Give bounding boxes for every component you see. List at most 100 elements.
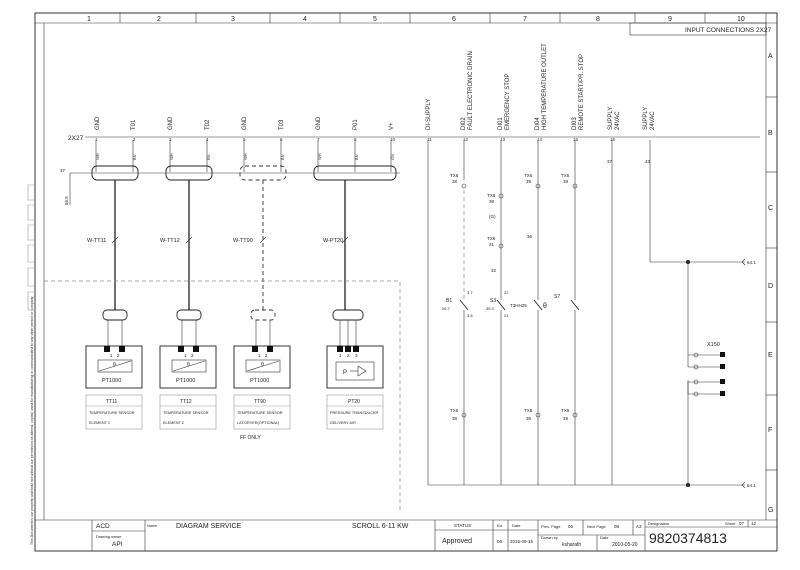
svg-text:WH: WH <box>243 153 248 160</box>
svg-text:37: 37 <box>607 159 613 164</box>
svg-text:θ: θ <box>543 303 547 310</box>
svg-text:2015-09-15: 2015-09-15 <box>510 539 534 544</box>
svg-text:1: 1 <box>184 353 187 358</box>
product-name: SCROLL 6-11 KW <box>352 523 409 530</box>
terminal-signal-labels: GND T01 GND T02 GND T03 GND P01 V+ DI-SU… <box>95 43 656 130</box>
svg-text:43: 43 <box>645 159 651 164</box>
cable-runs <box>111 180 349 310</box>
svg-text:2010-05-20: 2010-05-20 <box>612 542 638 548</box>
svg-text:38: 38 <box>452 416 458 421</box>
contact-label: B1 <box>446 298 452 304</box>
svg-text:Ed.: Ed. <box>497 523 503 528</box>
svg-text:BN: BN <box>206 154 211 160</box>
svg-text:21: 21 <box>504 313 509 318</box>
connector-refs: TX6 38 TX6 39 TX6 31 TX6 39 TX6 39 (G) 3… <box>450 159 651 421</box>
signal-label: DI-SUPPLY <box>426 99 432 130</box>
device-name: PT1000 <box>102 378 121 384</box>
column-label: 7 <box>523 16 527 23</box>
title-block: ACD Drawing owner API Name DIAGRAM SERVI… <box>91 520 777 551</box>
svg-text:θ: θ <box>113 362 116 368</box>
sensor-tt11: 1 2 θ PT1000 TT11 TEMPERATURE SENSOR ELE… <box>85 345 143 430</box>
device-name: PT1000 <box>176 378 195 384</box>
column-label: 2 <box>157 16 161 23</box>
sensor-pt20: 1 2 3 P PT20 PRESSURE TRANSDUCER DELIVER… <box>326 345 384 430</box>
svg-text:Sheet: Sheet <box>725 521 736 526</box>
svg-text:Drawn by: Drawn by <box>541 535 558 540</box>
svg-text:36: 36 <box>527 234 533 239</box>
svg-text:BN: BN <box>354 154 359 160</box>
status-value: Approved <box>442 538 472 545</box>
signal-description: REMOTE START/PR. STOP <box>579 54 585 130</box>
svg-text:1: 1 <box>258 353 261 358</box>
cable-shields-top <box>70 165 400 181</box>
svg-text:3.7: 3.7 <box>467 290 473 295</box>
cable-shields-bottom <box>102 309 364 346</box>
signal-label: SUPPLY <box>608 107 614 130</box>
svg-text:Drawing owner: Drawing owner <box>96 535 122 539</box>
column-label: 1 <box>87 16 91 23</box>
svg-text:2: 2 <box>347 353 350 358</box>
svg-text:TX6: TX6 <box>524 408 533 413</box>
terminal-numbers: 1 2 3 4 5 6 7 8 10 11 12 13 14 15 16 <box>95 137 616 142</box>
svg-text:31: 31 <box>489 242 495 247</box>
svg-text:06: 06 <box>497 539 503 544</box>
svg-text:DELIVERY AIR: DELIVERY AIR <box>330 421 356 425</box>
contact-label: S3 <box>490 298 496 304</box>
drawing-owner: API <box>112 541 123 548</box>
org-label: ACD <box>96 523 110 530</box>
svg-text:10: 10 <box>390 137 396 142</box>
svg-text:2: 2 <box>117 353 120 358</box>
svg-text:08: 08 <box>614 524 620 529</box>
svg-text:35.3: 35.3 <box>486 306 495 311</box>
terminal-drops <box>95 140 392 172</box>
svg-text:6: 6 <box>280 137 283 142</box>
svg-text:BN: BN <box>132 154 137 160</box>
cable-label: W-TT11 <box>87 238 106 244</box>
sensor-tag: PT20 <box>348 399 360 405</box>
contact-tags: B1 26.7 3.7 3.8 S3 35.3 22 21 T3HH25 S7 … <box>442 290 560 318</box>
x150-label: X150 <box>707 342 720 348</box>
signal-label: GND <box>316 116 322 130</box>
column-ruler: 1 2 3 4 5 6 7 8 9 10 <box>87 13 745 23</box>
cable-label: W-PT20 <box>323 238 343 244</box>
svg-text:Prev. Page: Prev. Page <box>541 524 561 529</box>
row-label: F <box>768 427 772 434</box>
svg-text:(G): (G) <box>489 214 496 219</box>
svg-text:13: 13 <box>500 137 506 142</box>
x150-terminal: X150 <box>687 342 725 397</box>
svg-text:11: 11 <box>427 137 432 142</box>
sensor-tag: TT12 <box>180 399 192 405</box>
svg-text:WH: WH <box>169 153 174 160</box>
svg-text:TX6: TX6 <box>450 173 459 178</box>
svg-text:TEMPERATURE SENSOR: TEMPERATURE SENSOR <box>89 411 135 415</box>
svg-text:2: 2 <box>265 353 268 358</box>
svg-text:37: 37 <box>60 168 66 173</box>
signal-description: FAULT ELECTRONIC DRAIN <box>468 51 474 130</box>
svg-text:GN: GN <box>390 154 395 160</box>
margin-tabs <box>27 184 35 311</box>
contact-label: S7 <box>554 294 560 300</box>
column-label: 6 <box>452 16 456 23</box>
cable-label: W-TT12 <box>160 238 180 244</box>
svg-text:2: 2 <box>133 137 136 142</box>
row-label: B <box>768 130 773 137</box>
designation-number: 9820374813 <box>649 530 727 546</box>
svg-text:TX6: TX6 <box>487 236 496 241</box>
row-label: C <box>768 205 773 212</box>
svg-text:07: 07 <box>739 521 745 526</box>
svg-text:LAT.DRYER(OPTIONAL): LAT.DRYER(OPTIONAL) <box>237 421 280 425</box>
cable-label: W-TT90 <box>233 238 253 244</box>
sheet-title: INPUT CONNECTIONS 2X27 <box>685 27 772 34</box>
svg-text:TX6: TX6 <box>524 173 533 178</box>
svg-text:12: 12 <box>463 137 469 142</box>
svg-text:39: 39 <box>526 416 532 421</box>
signal-description: 24VAC <box>650 111 656 130</box>
signal-label: T02 <box>205 119 211 130</box>
column-label: 4 <box>303 16 307 23</box>
svg-text:Date: Date <box>600 535 609 540</box>
svg-text:06: 06 <box>568 524 574 529</box>
copyright-note: This Document is our property and shall … <box>30 296 34 545</box>
svg-text:PRESSURE TRANSDUCER: PRESSURE TRANSDUCER <box>330 411 379 415</box>
svg-text:ELEMENT 1: ELEMENT 1 <box>89 421 110 425</box>
